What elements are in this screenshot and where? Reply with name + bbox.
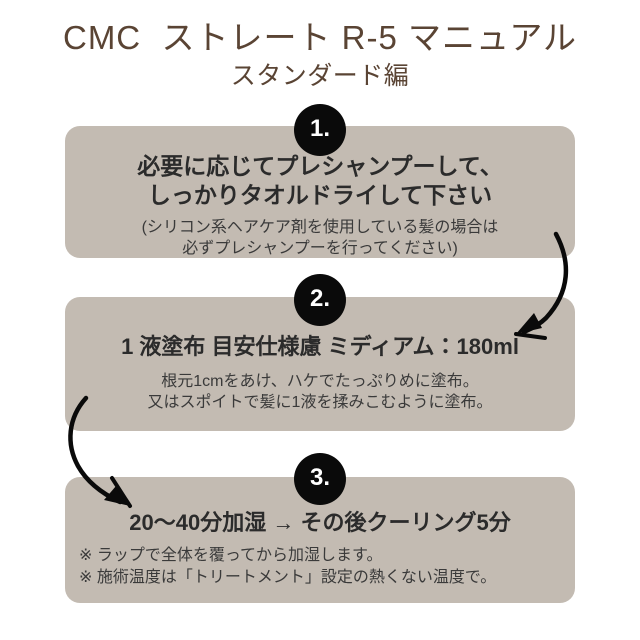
step-3-badge-label: 3. [309, 464, 330, 491]
page-title: CMC ストレート R-5 マニュアル スタンダード編 [0, 18, 640, 92]
step-1-badge: 1. [294, 104, 346, 156]
step-2-heading: 1 液塗布 目安仕様慮 ミディアム：180ml [121, 334, 519, 359]
step-3-heading: 20〜40分加湿 → その後クーリング5分 [129, 510, 511, 535]
step-2-note: 根元1cmをあけ、ハケでたっぷりめに塗布。 又はスポイトで髪に1液を揉みこむよう… [147, 373, 493, 411]
step-1-note: (シリコン系ヘアケア剤を使用している髪の場合は 必ずプレシャンプーを行ってくださ… [141, 219, 499, 257]
step-2-badge-label: 2. [309, 285, 330, 312]
step-1-heading: 必要に応じてプレシャンプーして、 しっかりタオルドライして下さい [137, 153, 503, 208]
title-subtitle: スタンダード編 [230, 62, 410, 90]
step-3-content: 20〜40分加湿 → その後クーリング5分 ※ ラップで全体を覆ってから加湿しま… [65, 477, 575, 589]
step-1-badge-label: 1. [309, 115, 330, 142]
step-2-content: 1 液塗布 目安仕様慮 ミディアム：180ml 根元1cmをあけ、ハケでたっぷり… [65, 297, 575, 413]
title-main: CMC ストレート R-5 マニュアル [62, 19, 577, 56]
step-3-note: ※ ラップで全体を覆ってから加湿します。 ※ 施術温度は「トリートメント」設定の… [79, 547, 497, 586]
step-3-badge: 3. [294, 453, 346, 505]
step-2-badge: 2. [294, 274, 346, 326]
step-1-content: 必要に応じてプレシャンプーして、 しっかりタオルドライして下さい (シリコン系ヘ… [65, 126, 575, 259]
